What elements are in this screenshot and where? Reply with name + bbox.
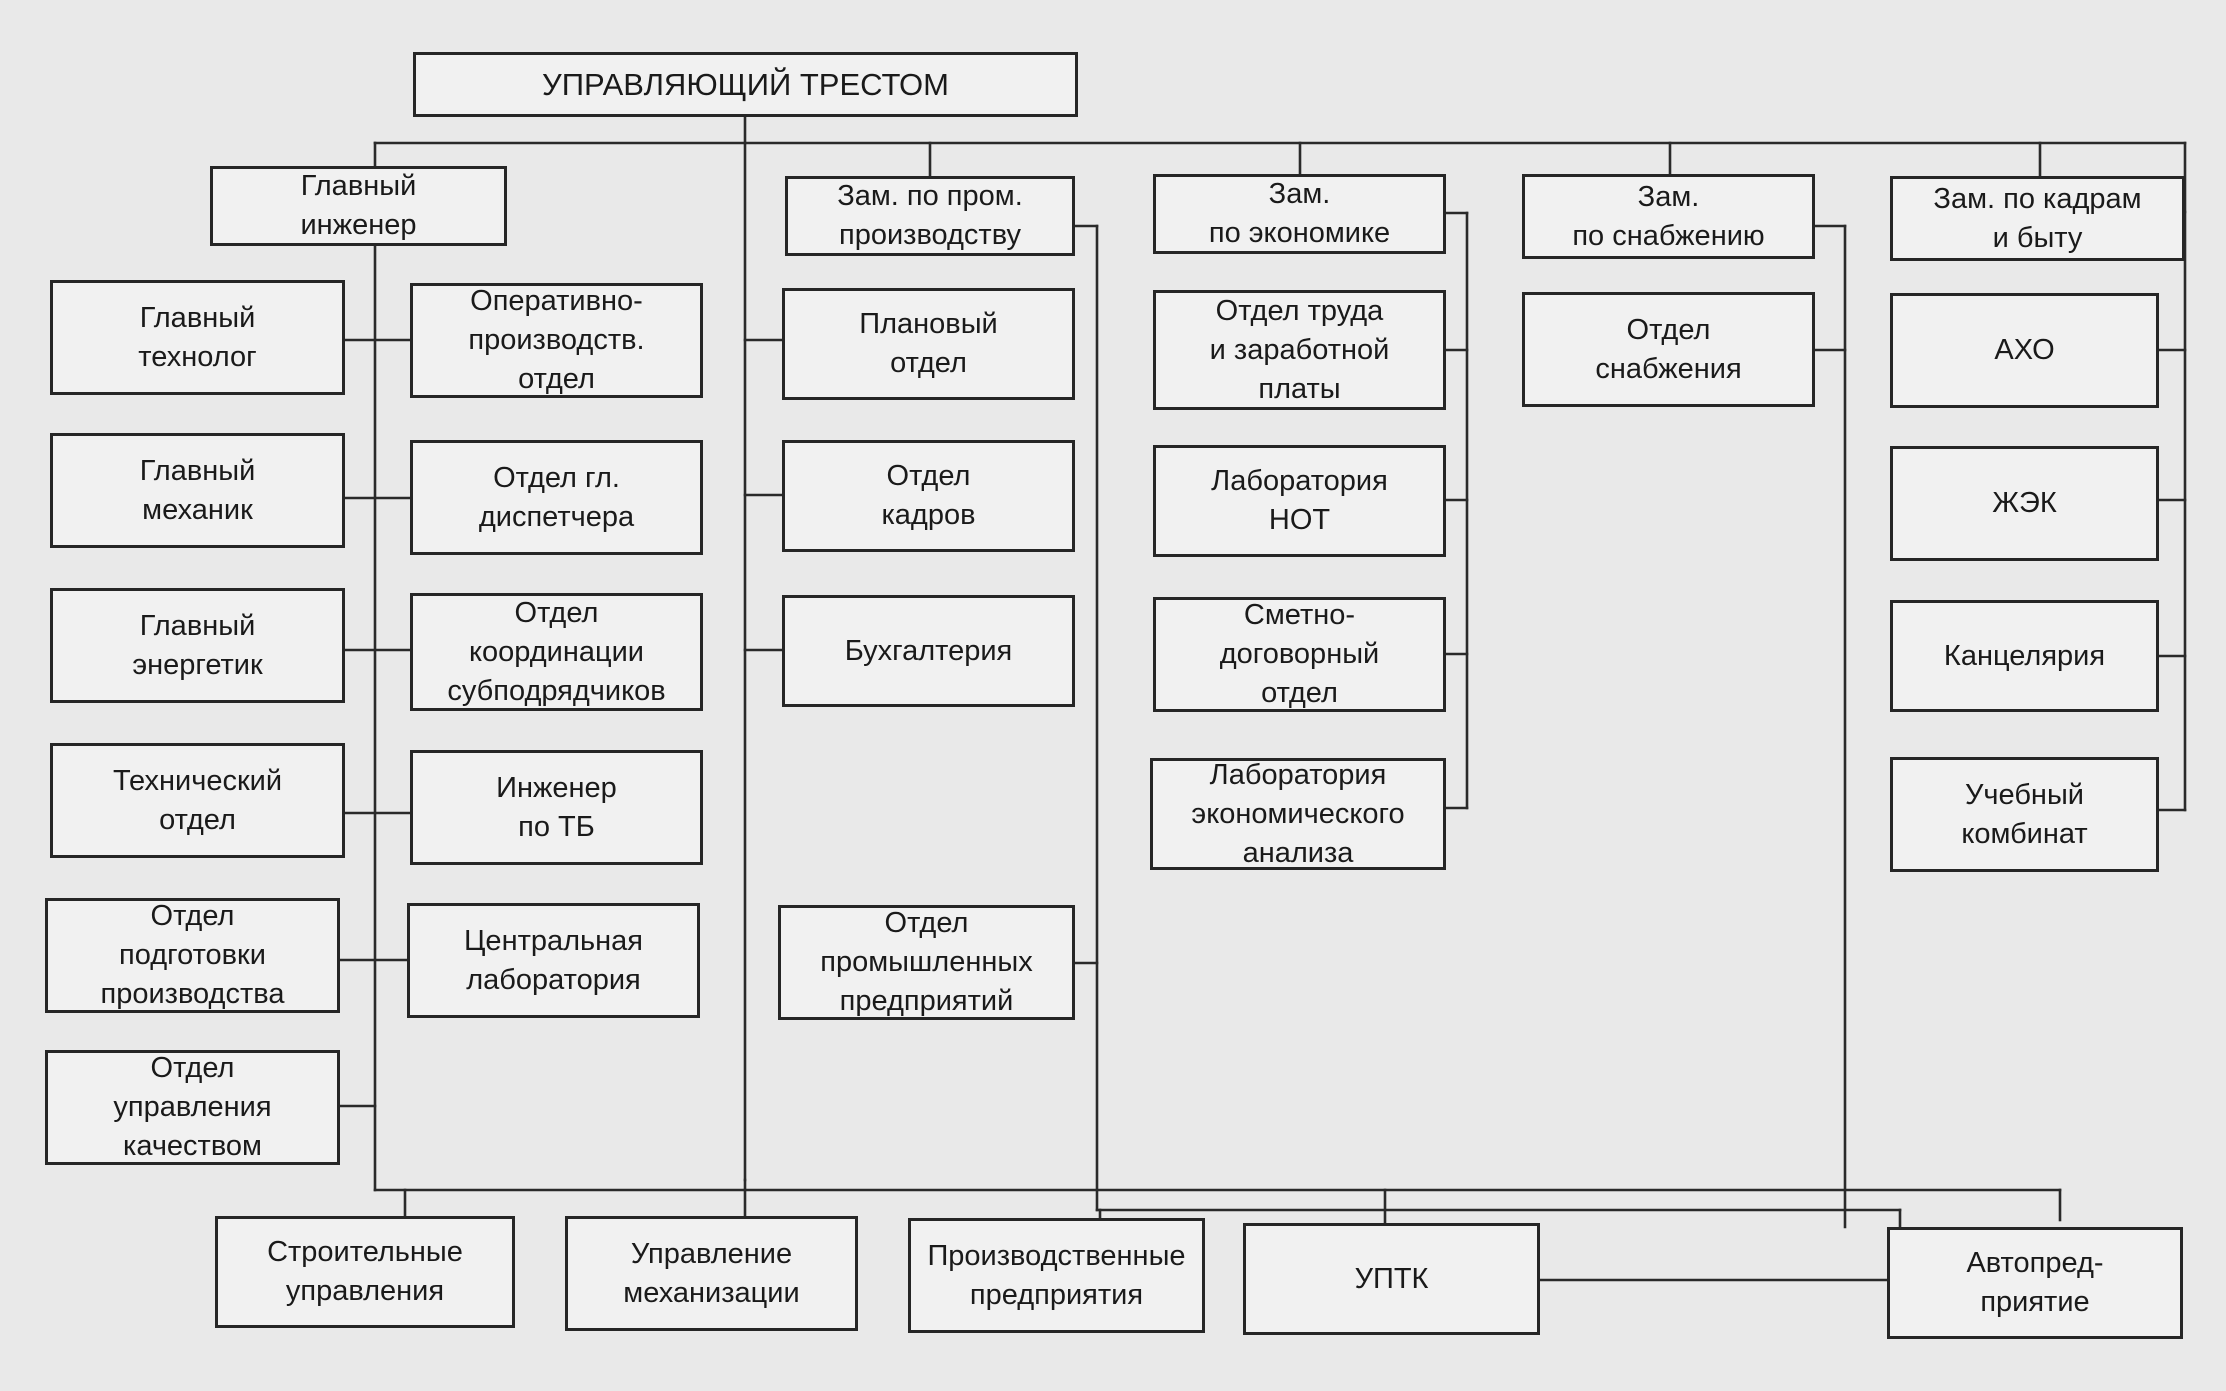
- estimate-contract-department-box: Сметно- договорный отдел: [1153, 597, 1446, 712]
- chief-engineer-box: Главный инженер: [210, 166, 507, 246]
- quality-management-box: Отдел управления качеством: [45, 1050, 340, 1165]
- industrial-enterprises-department-box: Отдел промышленных предприятий: [778, 905, 1075, 1020]
- production-enterprises-box: Производственные предприятия: [908, 1218, 1205, 1333]
- chief-power-engineer-box: Главный энергетик: [50, 588, 345, 703]
- aho-box: АХО: [1890, 293, 2159, 408]
- deputy-hr-box: Зам. по кадрам и быту: [1890, 176, 2185, 261]
- zhek-box: ЖЭК: [1890, 446, 2159, 561]
- motor-transport-enterprise-box: Автопред- приятие: [1887, 1227, 2183, 1339]
- central-laboratory-box: Центральная лаборатория: [407, 903, 700, 1018]
- supply-department-box: Отдел снабжения: [1522, 292, 1815, 407]
- chancellery-box: Канцелярия: [1890, 600, 2159, 712]
- hr-department-box: Отдел кадров: [782, 440, 1075, 552]
- production-preparation-box: Отдел подготовки производства: [45, 898, 340, 1013]
- chief-mechanic-box: Главный механик: [50, 433, 345, 548]
- director-box: УПРАВЛЯЮЩИЙ ТРЕСТОМ: [413, 52, 1078, 117]
- economic-analysis-laboratory-box: Лаборатория экономического анализа: [1150, 758, 1446, 870]
- labor-wages-department-box: Отдел труда и заработной платы: [1153, 290, 1446, 410]
- accounting-box: Бухгалтерия: [782, 595, 1075, 707]
- operational-production-box: Оперативно- производств. отдел: [410, 283, 703, 398]
- construction-departments-box: Строительные управления: [215, 1216, 515, 1328]
- deputy-industry-box: Зам. по пром. производству: [785, 176, 1075, 256]
- not-laboratory-box: Лаборатория НОТ: [1153, 445, 1446, 557]
- subcontractor-coordination-box: Отдел координации субподрядчиков: [410, 593, 703, 711]
- chief-dispatcher-box: Отдел гл. диспетчера: [410, 440, 703, 555]
- mechanization-management-box: Управление механизации: [565, 1216, 858, 1331]
- planning-department-box: Плановый отдел: [782, 288, 1075, 400]
- safety-engineer-box: Инженер по ТБ: [410, 750, 703, 865]
- chief-technologist-box: Главный технолог: [50, 280, 345, 395]
- deputy-economics-box: Зам. по экономике: [1153, 174, 1446, 254]
- uptk-box: УПТК: [1243, 1223, 1540, 1335]
- training-center-box: Учебный комбинат: [1890, 757, 2159, 872]
- deputy-supply-box: Зам. по снабжению: [1522, 174, 1815, 259]
- technical-department-box: Технический отдел: [50, 743, 345, 858]
